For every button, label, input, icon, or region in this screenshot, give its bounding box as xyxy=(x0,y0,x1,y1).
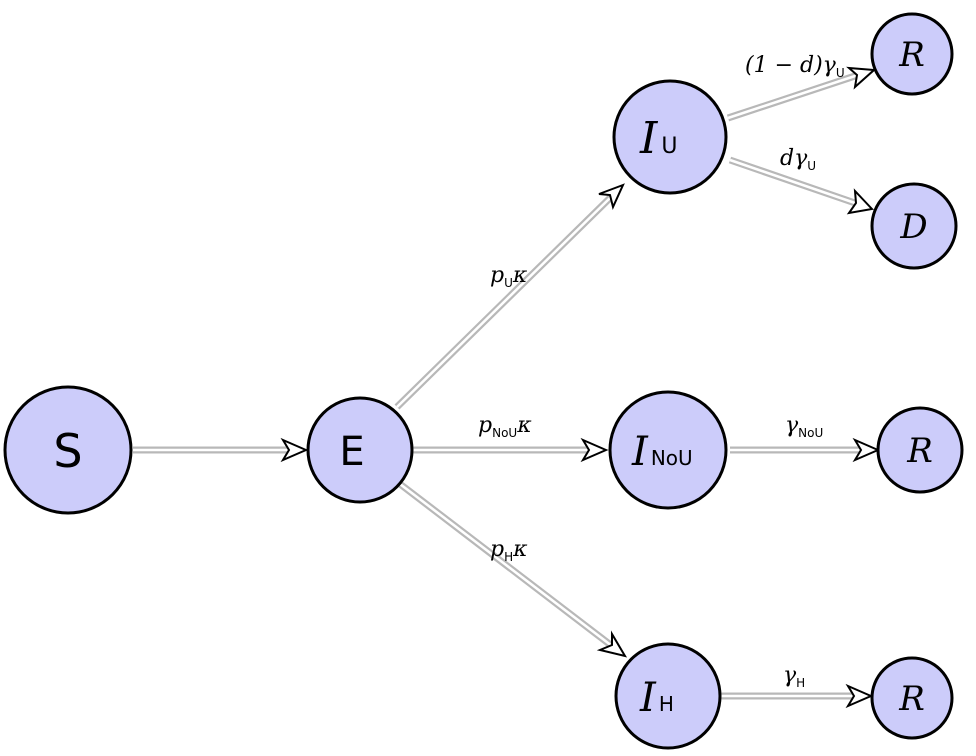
edge-label-e-ih: pHκ xyxy=(490,537,528,564)
node-s: S xyxy=(3,385,133,515)
node-r-mid: R xyxy=(876,406,964,494)
edge-label-iu-r: (1 − d)γU xyxy=(745,53,845,80)
node-iu-sub: U xyxy=(661,134,677,159)
node-inou-sub: NoU xyxy=(651,446,693,470)
node-r-bottom-label: R xyxy=(898,679,925,719)
node-e-label: E xyxy=(339,429,364,475)
edge-s-to-e xyxy=(133,437,309,463)
edge-iu-to-r xyxy=(726,66,877,122)
edge-ih-to-r xyxy=(721,683,874,709)
edge-e-to-ih xyxy=(397,481,628,658)
edge-inou-to-r xyxy=(730,437,881,463)
node-inou-main: I xyxy=(631,429,649,475)
node-r-bottom: R xyxy=(870,656,954,740)
node-e: E xyxy=(306,396,414,504)
node-r-top-label: R xyxy=(898,35,925,75)
node-d-label: D xyxy=(899,207,927,247)
node-iu-main: I xyxy=(639,113,659,164)
edge-label-e-inou: pNoUκ xyxy=(478,413,532,440)
edge-label-inou-r: γNoU xyxy=(785,413,823,440)
node-ih-sub: H xyxy=(659,692,674,716)
edge-label-iu-d: dγU xyxy=(780,146,816,173)
node-r-top: R xyxy=(870,12,954,96)
node-d: D xyxy=(870,182,958,270)
svg-text:IH: IH xyxy=(639,675,674,721)
node-r-mid-label: R xyxy=(906,431,933,471)
node-s-label: S xyxy=(53,424,82,478)
edge-iu-to-d xyxy=(728,156,875,215)
edge-label-e-iu: pUκ xyxy=(490,263,528,290)
edge-label-ih-r: γH xyxy=(783,663,805,690)
node-ih-main: I xyxy=(639,675,657,721)
svg-text:IU: IU xyxy=(639,113,678,164)
edge-e-to-inou xyxy=(413,437,609,463)
edge-e-to-iu xyxy=(394,183,625,410)
